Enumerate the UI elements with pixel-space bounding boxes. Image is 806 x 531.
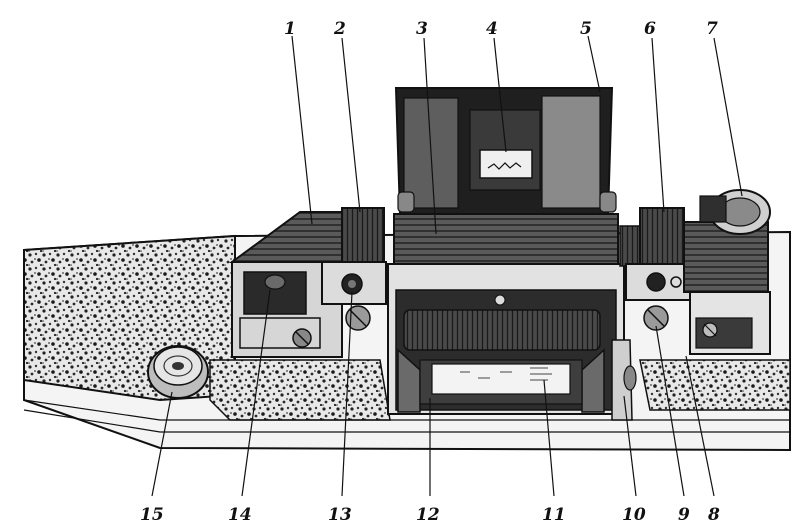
callout-1: 1	[284, 19, 296, 39]
callout-3: 3	[416, 19, 428, 39]
callout-10: 10	[622, 505, 646, 525]
callout-8: 8	[707, 505, 720, 525]
callout-2: 2	[333, 19, 346, 39]
left-clamp	[321, 207, 387, 331]
callout-12: 12	[416, 505, 440, 525]
leader-lines	[151, 35, 743, 497]
callout-5: 5	[580, 19, 592, 39]
callout-7: 7	[706, 19, 718, 39]
callout-14: 14	[228, 505, 252, 525]
callout-labels: 1 2 3 4 5 6 7 8 9 10 11 12 13 14 15	[140, 19, 720, 525]
callout-11: 11	[542, 505, 566, 525]
callout-4: 4	[486, 19, 498, 39]
right-housing	[683, 189, 771, 355]
callout-13: 13	[328, 505, 352, 525]
knob	[147, 345, 209, 399]
callout-9: 9	[678, 505, 690, 525]
callout-6: 6	[644, 19, 656, 39]
callout-15: 15	[140, 505, 164, 525]
drum-assembly	[397, 309, 605, 413]
right-clamp	[611, 207, 693, 421]
